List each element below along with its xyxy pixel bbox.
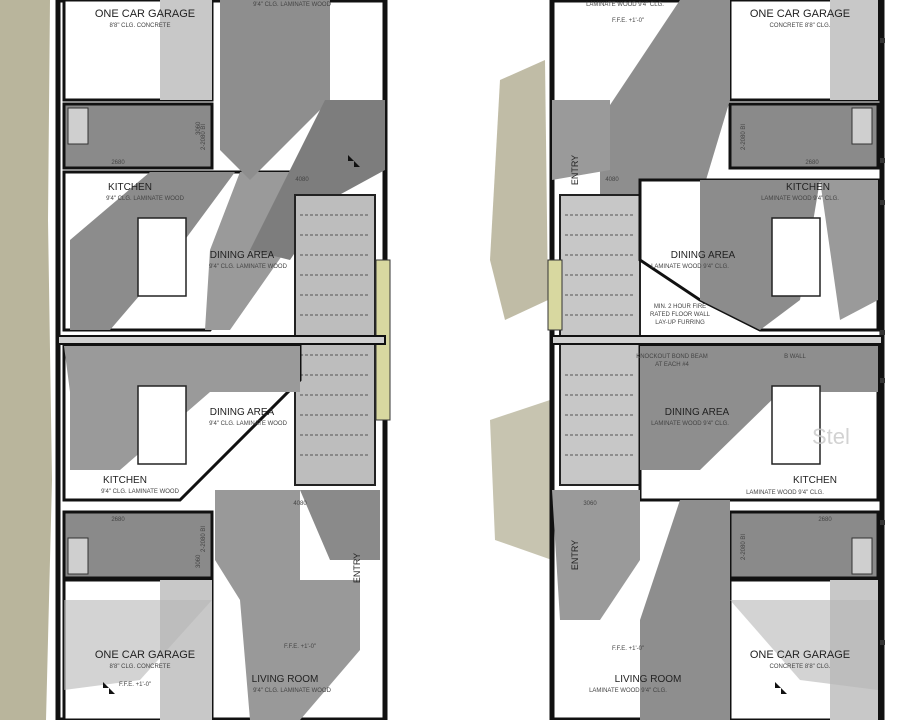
- north-arrow-icon: [348, 155, 360, 167]
- left-ground-strip: [0, 0, 52, 720]
- right-top-note-6: B WALL: [784, 354, 806, 360]
- right-bottom-dining-label: DINING AREA: [665, 407, 730, 418]
- right-bottom-living-ffe: F.F.E. +1'-0": [612, 646, 644, 652]
- right-top-note-2: RATED FLOOR WALL: [650, 312, 711, 318]
- left-bottom-door-tag-4: 4080: [293, 501, 307, 507]
- right-top-kitchen-label: KITCHEN: [786, 182, 830, 193]
- right-top-garage-sub: CONCRETE 8'8" CLG.: [770, 23, 831, 29]
- right-edge-ticks: [880, 38, 885, 645]
- left-bottom-kitchen-sub: 9'4" CLG. LAMINATE WOOD: [101, 489, 180, 495]
- right-bottom-entry-label: ENTRY: [570, 540, 580, 570]
- right-bottom-garage-label: ONE CAR GARAGE: [750, 649, 850, 661]
- left-top-garage-sub: 8'8" CLG. CONCRETE: [110, 23, 171, 29]
- right-bottom-kitchen-label: KITCHEN: [793, 475, 837, 486]
- right-top-dining-label: DINING AREA: [671, 250, 736, 261]
- left-top-dining-sub: 9'4" CLG. LAMINATE WOOD: [209, 264, 288, 270]
- left-building: [55, 0, 391, 720]
- left-bottom-entry-label: ENTRY: [352, 553, 362, 583]
- left-bottom-door-tag-3: 2-2080 BI: [201, 526, 207, 552]
- left-bottom-garage-sub: 8'8" CLG. CONCRETE: [110, 664, 171, 670]
- right-top-kitchen-sub: LAMINATE WOOD 9'4" CLG.: [761, 196, 839, 202]
- left-top-door-tag-2: 2-2080 BI: [201, 124, 207, 150]
- right-bottom-living-sub: LAMINATE WOOD 9'4" CLG.: [589, 688, 667, 694]
- left-bottom-door-tag-2: 3060: [196, 554, 202, 568]
- right-top-note-1: MIN. 2 HOUR FIRE: [654, 304, 706, 310]
- right-top-door-tag-3: 2-2080 BI: [741, 124, 747, 150]
- right-top-door-tag-1: 4080: [605, 177, 619, 183]
- right-top-note-3: LAY-UP FURRING: [655, 320, 705, 326]
- left-bottom-living-sub: 9'4" CLG. LAMINATE WOOD: [253, 688, 332, 694]
- left-bottom-living-label: LIVING ROOM: [252, 674, 319, 685]
- left-top-door-tag-4: 4080: [295, 177, 309, 183]
- right-bottom-kitchen-sub: LAMINATE WOOD 9'4" CLG.: [746, 490, 824, 496]
- north-arrow-icon: [103, 682, 115, 694]
- center-ground-patch: [490, 60, 548, 320]
- left-top-living-sub: 9'4" CLG. LAMINATE WOOD: [253, 2, 332, 8]
- left-bottom-garage-ffe: F.F.E. +1'-0": [119, 682, 151, 688]
- left-bottom-living-ffe: F.F.E. +1'-0": [284, 644, 316, 650]
- left-top-door-tag-3: 2680: [111, 160, 125, 166]
- right-bottom-garage-sub: CONCRETE 8'8" CLG.: [770, 664, 831, 670]
- right-bottom-door-tag-3: 3060: [583, 501, 597, 507]
- right-top-entry-label: ENTRY: [570, 155, 580, 185]
- right-bottom-door-tag-1: 2680: [818, 517, 832, 523]
- right-building: [547, 0, 885, 720]
- right-top-garage-label: ONE CAR GARAGE: [750, 8, 850, 20]
- right-bottom-living-label: LIVING ROOM: [615, 674, 682, 685]
- left-top-dining-label: DINING AREA: [210, 250, 275, 261]
- left-top-kitchen-sub: 9'4" CLG. LAMINATE WOOD: [106, 196, 185, 202]
- right-top-note-5: AT EACH #4: [655, 362, 689, 368]
- center-ground-patch-2: [490, 400, 552, 560]
- left-bottom-dining-sub: 9'4" CLG. LAMINATE WOOD: [209, 421, 288, 427]
- right-top-dining-sub: LAMINATE WOOD 9'4" CLG.: [651, 264, 729, 270]
- right-top-living-sub: LAMINATE WOOD 9'4" CLG.: [586, 2, 664, 8]
- right-bottom-door-tag-2: 2-2080 BI: [741, 534, 747, 560]
- left-top-door-tag-1: 3060: [196, 121, 202, 135]
- watermark: Stel: [812, 424, 850, 449]
- left-bottom-kitchen-label: KITCHEN: [103, 475, 147, 486]
- left-top-garage-label: ONE CAR GARAGE: [95, 8, 195, 20]
- right-bottom-dining-sub: LAMINATE WOOD 9'4" CLG.: [651, 421, 729, 427]
- left-bottom-door-tag-1: 2680: [111, 517, 125, 523]
- right-top-door-tag-2: 2680: [805, 160, 819, 166]
- left-bottom-dining-label: DINING AREA: [210, 407, 275, 418]
- right-top-living-ffe: F.F.E. +1'-0": [612, 18, 644, 24]
- north-arrow-icon: [775, 682, 787, 694]
- right-top-note-4: KNOCKOUT BOND BEAM: [636, 354, 708, 360]
- left-top-kitchen-label: KITCHEN: [108, 182, 152, 193]
- left-bottom-garage-label: ONE CAR GARAGE: [95, 649, 195, 661]
